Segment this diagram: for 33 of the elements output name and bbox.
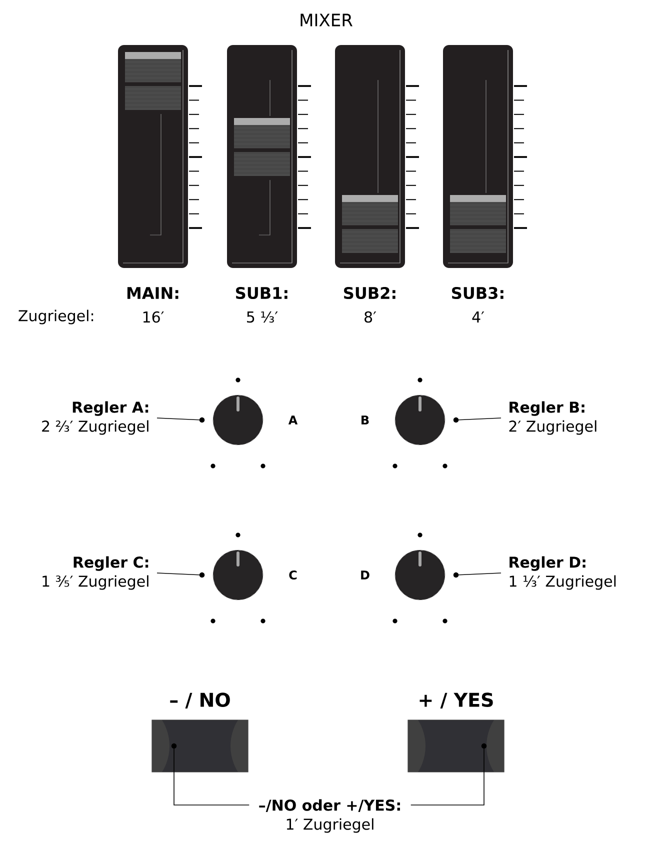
knob-letter: B bbox=[362, 416, 369, 424]
leader-line bbox=[410, 746, 484, 806]
leader-line bbox=[156, 572, 202, 576]
leader-line bbox=[456, 572, 502, 576]
callout-text: –/NO oder +/YES: 1′ Zugriegel bbox=[259, 799, 400, 833]
knob-letter: D bbox=[361, 570, 370, 580]
fader-label: 5 ⅓′ bbox=[247, 311, 278, 323]
button: – / NO bbox=[152, 692, 248, 772]
callout-text: Regler D: 1 ⅓′ Zugriegel bbox=[510, 556, 616, 590]
fader-label: 4′ bbox=[472, 312, 484, 322]
knob bbox=[392, 378, 459, 468]
fader-label: Zugriegel: bbox=[18, 310, 94, 324]
fader-label: MAIN: bbox=[127, 287, 178, 299]
knob bbox=[199, 532, 266, 624]
leader-line bbox=[156, 418, 202, 420]
fader-label: 8′ bbox=[364, 311, 376, 323]
knob bbox=[392, 532, 459, 624]
node-label: – / NO bbox=[170, 692, 230, 709]
fader-label: SUB2: bbox=[344, 286, 396, 300]
fader-label: SUB3: bbox=[452, 286, 504, 300]
fader-label: 16′ bbox=[143, 311, 164, 323]
callout-text: Regler A: 2 ⅔′ Zugriegel bbox=[42, 401, 148, 435]
fader-label: SUB1: bbox=[236, 286, 288, 300]
callout-text: Regler C: 1 ⅗′ Zugriegel bbox=[42, 556, 148, 590]
knob-letter: C bbox=[289, 570, 297, 580]
callout-text: Regler B: 2′ Zugriegel bbox=[509, 401, 596, 435]
title: MIXER bbox=[300, 14, 352, 26]
button: + / YES bbox=[408, 692, 504, 772]
leader-line bbox=[174, 746, 250, 806]
node-label: + / YES bbox=[420, 692, 493, 709]
knob-letter: A bbox=[288, 416, 298, 424]
knob bbox=[199, 378, 266, 468]
leader-line bbox=[456, 418, 502, 420]
